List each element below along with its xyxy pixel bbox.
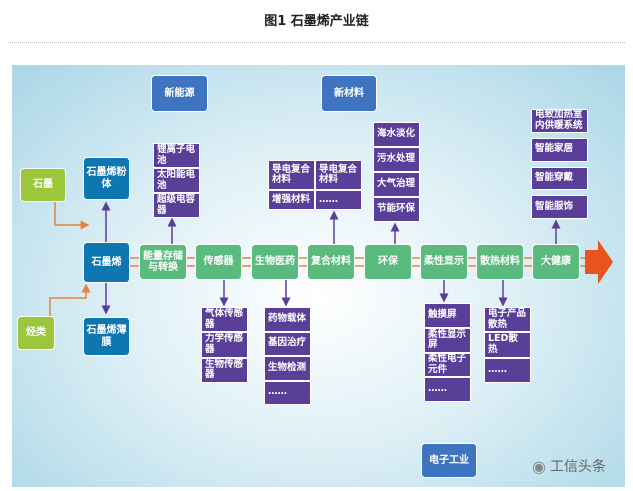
figure-title: 图1 石墨烯产业链 <box>264 14 369 29</box>
chain-environment: 环保 <box>364 244 412 280</box>
list-item: 柔性电子元件 <box>425 353 470 377</box>
list-item: …… <box>485 358 530 382</box>
direction-arrow <box>585 240 613 284</box>
list-item: 生物传感器 <box>202 358 247 382</box>
source-hydrocarbon: 烃类 <box>17 316 55 350</box>
graphene-film: 石墨烯薄膜 <box>83 317 130 356</box>
list-item: 导电复合材料 <box>316 161 361 190</box>
list-item: 大气治理 <box>374 173 419 196</box>
chain-sensor: 传感器 <box>195 244 242 280</box>
list-item: …… <box>265 381 310 404</box>
list-item: 电子产品散热 <box>485 308 530 332</box>
sensor-items: 气体传感器 力学传感器 生物传感器 <box>201 307 248 383</box>
list-item: 增强材料 <box>269 191 314 209</box>
watermark: ◉ 工信头条 <box>532 456 606 476</box>
category-electronics: 电子工业 <box>421 443 477 478</box>
composite-items: 导电复合材料 导电复合材料 增强材料 …… <box>268 160 362 210</box>
chain-composite: 复合材料 <box>307 244 355 280</box>
list-item: 力学传感器 <box>202 333 247 357</box>
chain-biomedicine: 生物医药 <box>251 244 299 280</box>
list-item: 节能环保 <box>374 198 419 221</box>
list-item: …… <box>425 378 470 401</box>
list-item: 锂离子电池 <box>154 144 199 167</box>
graphene-powder: 石墨烯粉体 <box>83 157 130 200</box>
list-item: 污水处理 <box>374 148 419 171</box>
list-item: 电致加热室内供暖系统 <box>531 109 588 133</box>
chain-energy: 能量存储与转换 <box>139 244 187 280</box>
chain-heat-dissipation: 散热材料 <box>476 244 524 280</box>
wechat-icon: ◉ <box>532 456 546 476</box>
list-item: 超级电容器 <box>154 194 199 217</box>
list-item: 气体传感器 <box>202 308 247 332</box>
list-item: 生物检测 <box>265 357 310 380</box>
list-item: 触摸屏 <box>425 304 470 327</box>
environment-items: 海水淡化 污水处理 大气治理 节能环保 <box>373 122 420 222</box>
health-items: 电致加热室内供暖系统 智能家居 智能穿戴 智能服饰 <box>530 108 589 220</box>
list-item: LED散热 <box>485 333 530 357</box>
heat-items: 电子产品散热 LED散热 …… <box>484 307 531 383</box>
watermark-text: 工信头条 <box>549 459 606 475</box>
display-items: 触摸屏 柔性显示屏 柔性电子元件 …… <box>424 303 471 402</box>
source-graphite: 石墨 <box>20 168 66 202</box>
list-item: 太阳能电池 <box>154 169 199 192</box>
divider <box>8 42 625 43</box>
list-item: 智能穿戴 <box>531 166 588 191</box>
list-item: 导电复合材料 <box>269 161 314 190</box>
graphene-main: 石墨烯 <box>83 242 130 283</box>
list-item: 基因治疗 <box>265 332 310 355</box>
list-item: …… <box>316 191 361 209</box>
list-item: 药物载体 <box>265 308 310 331</box>
energy-items: 锂离子电池 太阳能电池 超级电容器 <box>153 143 200 218</box>
list-item: 柔性显示屏 <box>425 329 470 352</box>
list-item: 智能服饰 <box>531 195 588 219</box>
chain-flexible-display: 柔性显示 <box>420 244 468 280</box>
category-new-material: 新材料 <box>321 75 377 112</box>
category-new-energy: 新能源 <box>151 75 208 112</box>
chain-health: 大健康 <box>532 244 580 280</box>
list-item: 智能家居 <box>531 137 588 162</box>
biomedicine-items: 药物载体 基因治疗 生物检测 …… <box>264 307 311 405</box>
list-item: 海水淡化 <box>374 123 419 146</box>
